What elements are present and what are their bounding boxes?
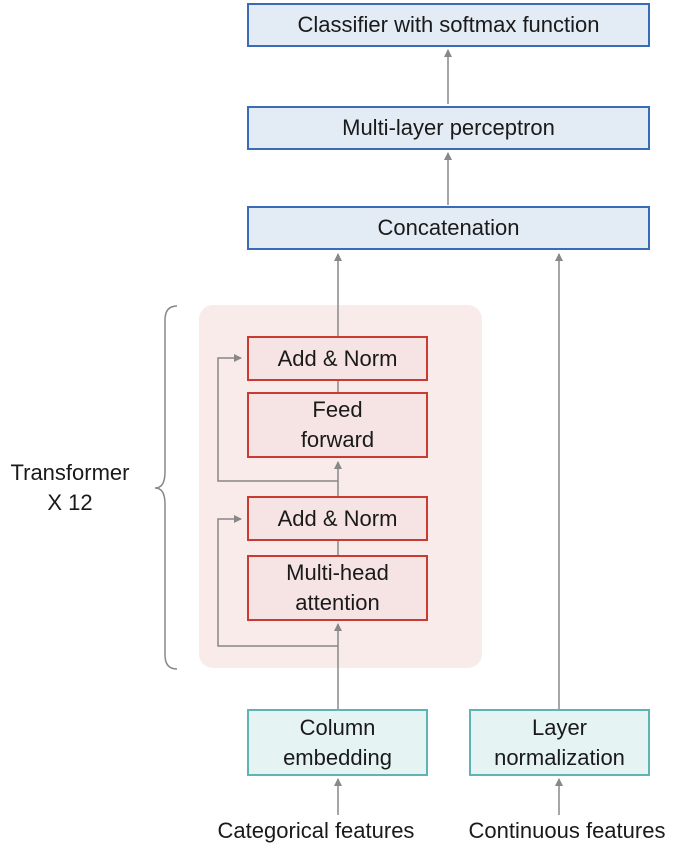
mha-label-line2: attention [295, 590, 380, 615]
residual-bottom [217, 515, 338, 647]
add-norm-top-label: Add & Norm [277, 345, 398, 371]
add-norm-bottom-box: Add & Norm [247, 496, 428, 541]
mha-label-line1: Multi-head [286, 560, 389, 585]
add-norm-bottom-label: Add & Norm [277, 505, 398, 531]
concatenation-label: Concatenation [377, 215, 520, 240]
concatenation-box: Concatenation [247, 206, 650, 250]
classifier-box: Classifier with softmax function [247, 3, 650, 47]
add-norm-top-box: Add & Norm [247, 336, 428, 381]
layer-norm-line1: Layer [531, 714, 588, 740]
mlp-label: Multi-layer perceptron [342, 115, 555, 140]
transformer-label-line2: X 12 [47, 490, 93, 515]
continuous-features-label: Continuous features [468, 818, 666, 843]
transformer-label-line1: Transformer [10, 460, 130, 485]
column-embedding-line2: embedding [283, 744, 392, 770]
feed-forward-label-line2: forward [300, 427, 375, 452]
feed-forward-box: Feed forward [247, 392, 428, 458]
column-embedding-line1: Column [299, 714, 376, 740]
layer-norm-line2: normalization [494, 744, 625, 770]
transformer-brace [154, 305, 178, 670]
categorical-features-label: Categorical features [217, 818, 415, 843]
layer-normalization-box: Layer normalization [469, 709, 650, 776]
classifier-label: Classifier with softmax function [297, 12, 600, 37]
multi-head-attention-box: Multi-head attention [247, 555, 428, 621]
column-embedding-box: Column embedding [247, 709, 428, 776]
transformer-repeat-label: Transformer X 12 [0, 458, 140, 518]
residual-top [217, 354, 338, 482]
mlp-box: Multi-layer perceptron [247, 106, 650, 150]
feed-forward-label-line1: Feed [312, 397, 363, 422]
